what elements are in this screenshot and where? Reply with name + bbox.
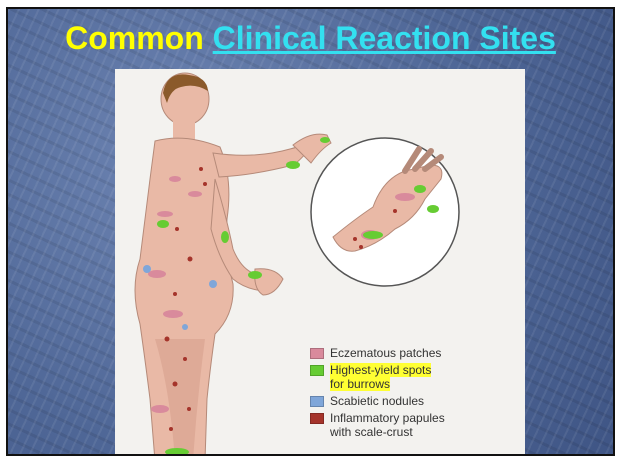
legend-label-papules-line1: Inflammatory papules <box>330 411 445 425</box>
swatch-nodules <box>310 396 324 407</box>
slide: Common Clinical Reaction Sites <box>6 7 615 456</box>
legend-item-papules: Inflammatory papules with scale-crust <box>310 411 520 439</box>
legend-label-burrows-line2: for burrows <box>330 377 390 391</box>
swatch-eczematous <box>310 348 324 359</box>
title-link-clinical-reaction-sites[interactable]: Clinical Reaction Sites <box>213 20 556 56</box>
anatomy-illustration: Eczematous patches Highest-yield spots f… <box>115 69 525 456</box>
legend-label-papules-line2: with scale-crust <box>330 425 413 439</box>
slide-title: Common Clinical Reaction Sites <box>8 19 613 57</box>
swatch-burrows <box>310 365 324 376</box>
legend-item-eczematous: Eczematous patches <box>310 346 520 360</box>
title-word-common: Common <box>65 20 204 56</box>
legend-label-nodules: Scabietic nodules <box>330 394 424 408</box>
legend-item-nodules: Scabietic nodules <box>310 394 520 408</box>
legend-item-burrows: Highest-yield spots for burrows <box>310 363 520 391</box>
legend-label-burrows-line1: Highest-yield spots <box>330 363 431 377</box>
swatch-papules <box>310 413 324 424</box>
legend: Eczematous patches Highest-yield spots f… <box>310 346 520 442</box>
legend-label-eczematous: Eczematous patches <box>330 346 441 360</box>
